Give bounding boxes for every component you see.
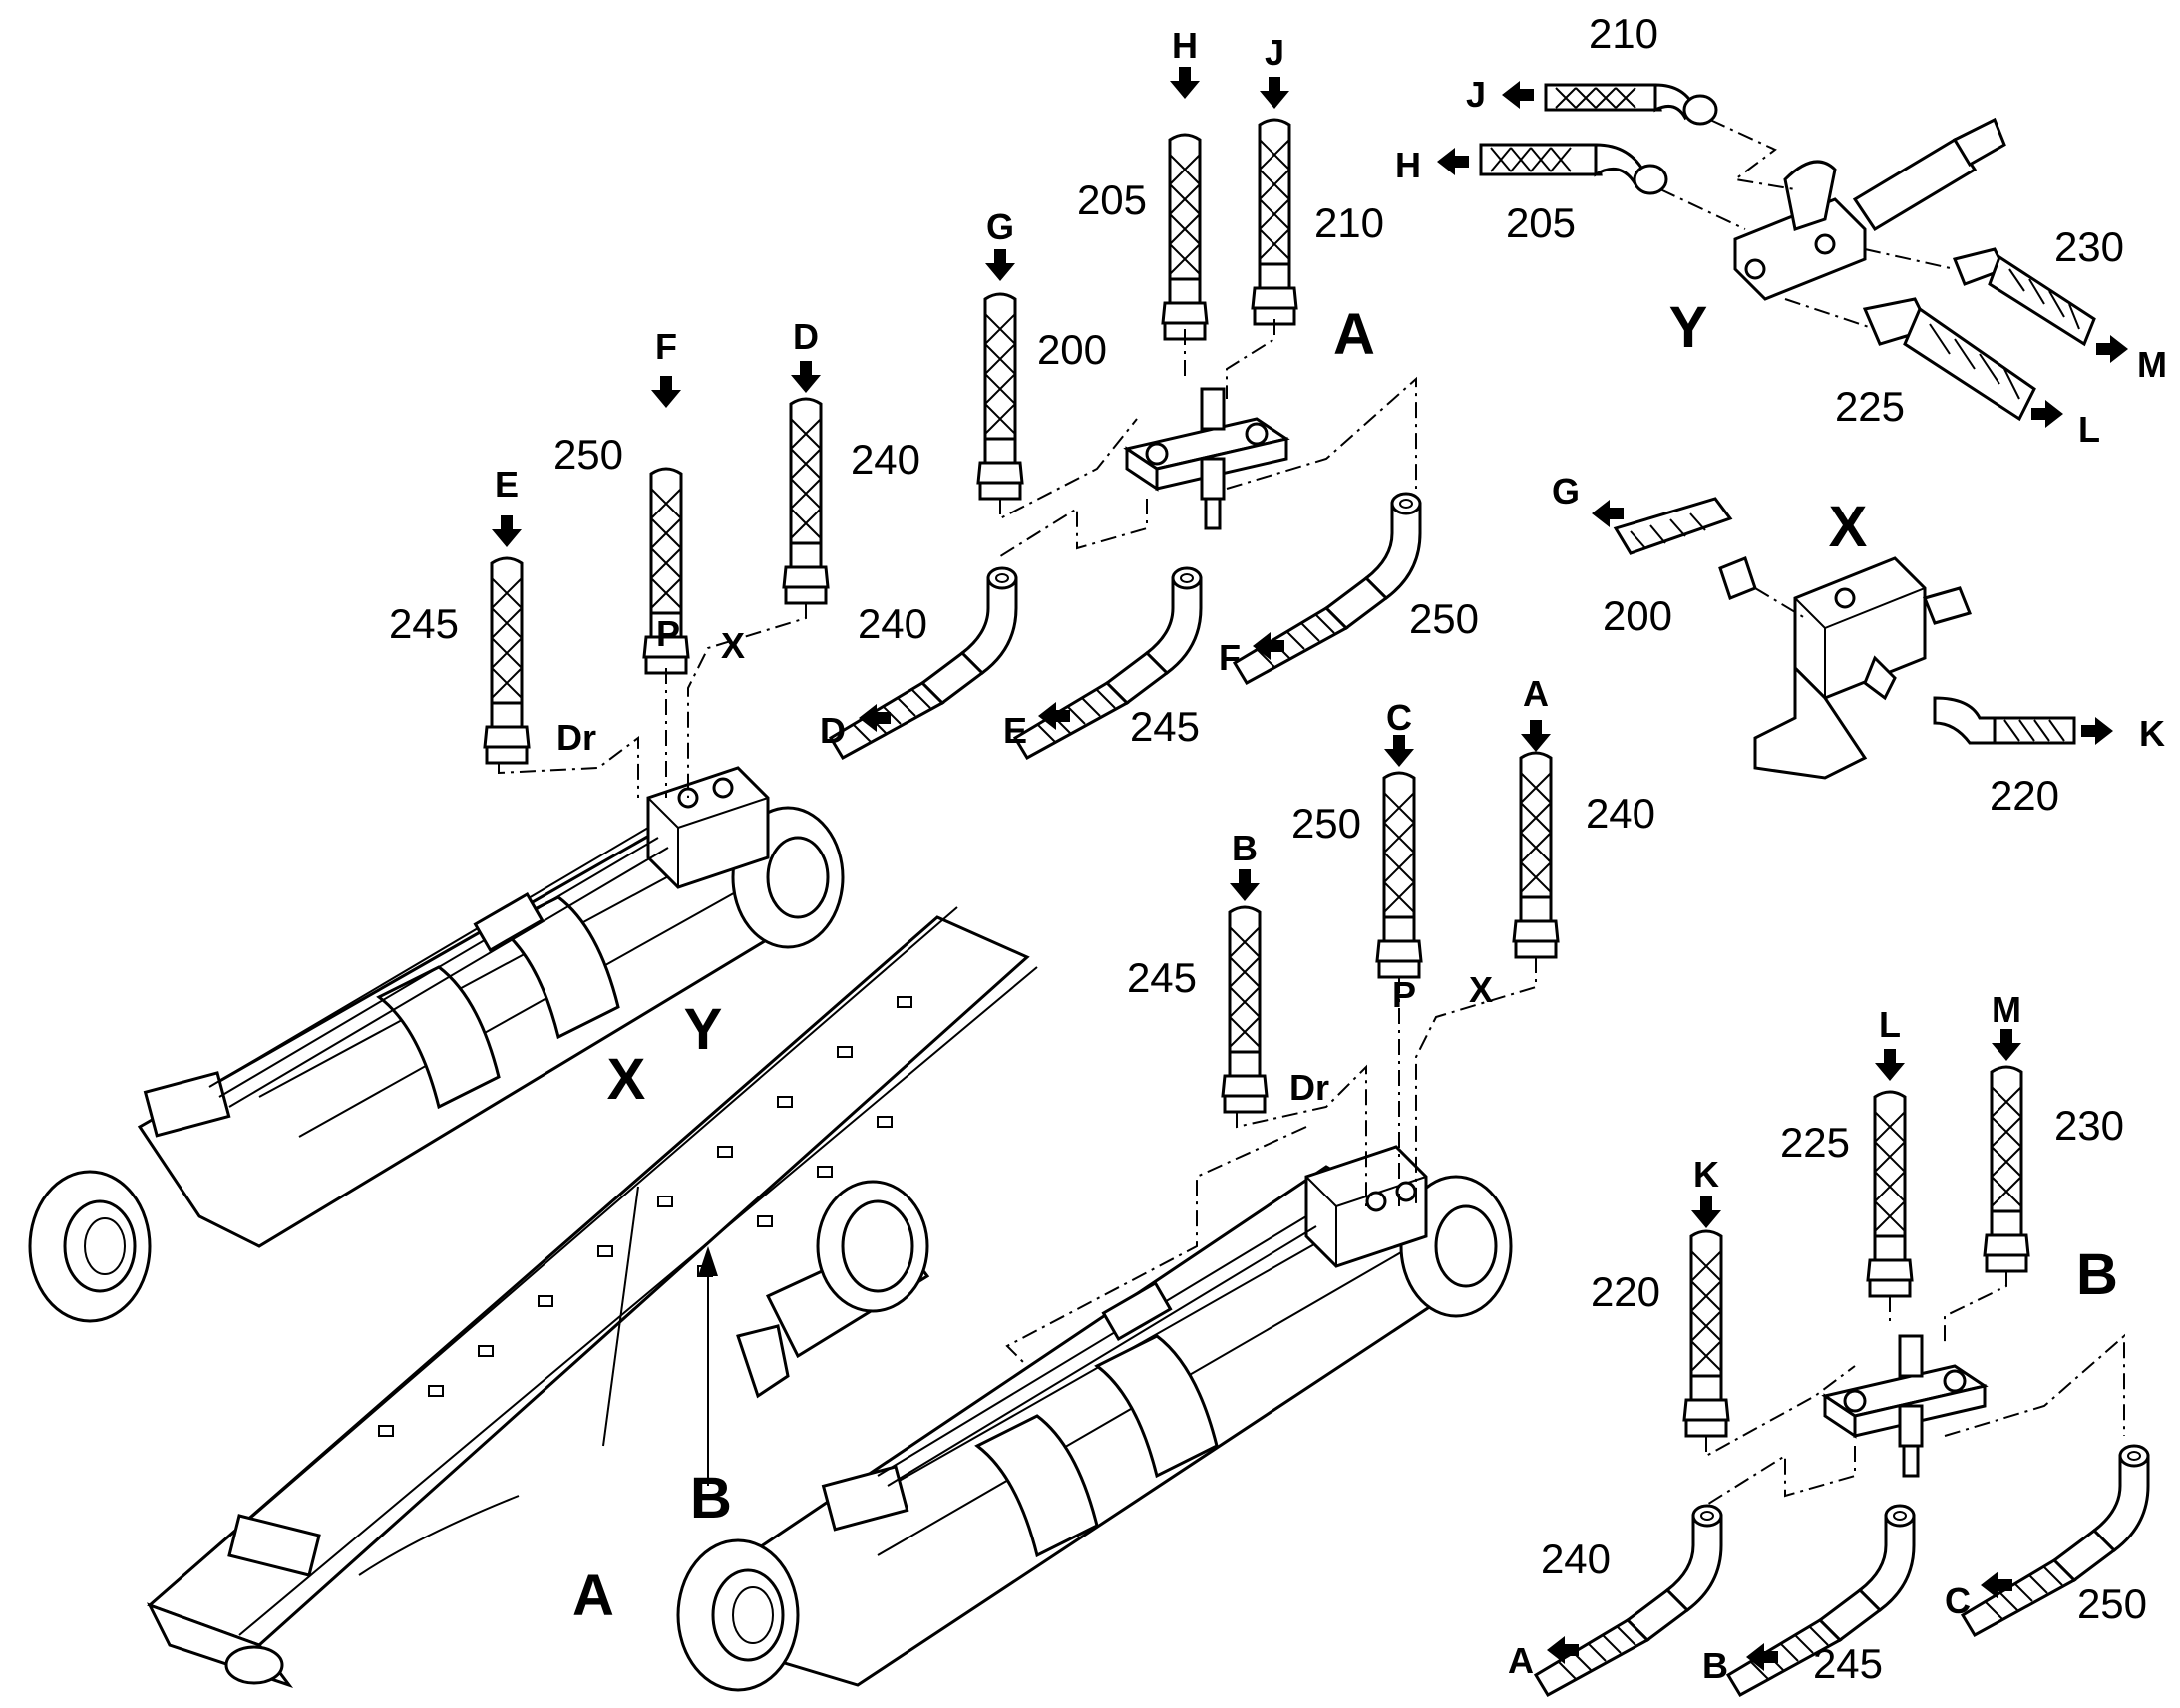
detail-x-title: X <box>1829 495 1868 559</box>
detail-a-title: A <box>1333 302 1375 367</box>
label-A-b: A <box>1508 1640 1534 1681</box>
label-200-a: 200 <box>1037 326 1107 373</box>
label-Y-boom: Y <box>684 997 723 1062</box>
label-245-b: 245 <box>1813 1640 1883 1687</box>
label-205-y: 205 <box>1506 199 1576 246</box>
detail-y-title: Y <box>1669 295 1708 360</box>
label-P-topleft: P <box>656 613 680 654</box>
label-J-a: J <box>1265 32 1284 73</box>
detail-a-group <box>829 67 1422 760</box>
label-E-a: E <box>1003 710 1027 751</box>
lower-cylinder-assembly <box>676 1145 1513 1692</box>
label-D-topleft: D <box>793 316 819 357</box>
label-Dr-center: Dr <box>1289 1067 1329 1108</box>
label-C-center: C <box>1386 697 1412 738</box>
label-B-boom: B <box>690 1466 732 1531</box>
label-X-center: X <box>1469 969 1493 1010</box>
label-B-center: B <box>1232 828 1258 868</box>
label-F-a: F <box>1219 637 1241 678</box>
label-250-topleft: 250 <box>553 431 623 478</box>
label-250-a: 250 <box>1409 595 1479 642</box>
label-C-b: C <box>1945 1580 1971 1621</box>
label-A-boom: A <box>572 1563 614 1628</box>
label-A-center: A <box>1523 673 1549 714</box>
label-K-b: K <box>1693 1154 1719 1195</box>
label-X-topleft: X <box>721 625 745 666</box>
label-G-x: G <box>1552 471 1580 512</box>
label-230-b: 230 <box>2054 1102 2124 1149</box>
label-220-x: 220 <box>1990 772 2059 819</box>
label-F-topleft: F <box>655 326 677 367</box>
label-245-center: 245 <box>1127 954 1197 1001</box>
label-210-a: 210 <box>1314 199 1384 246</box>
label-E-topleft: E <box>495 464 519 505</box>
top-left-hoses <box>483 361 830 798</box>
label-M-y: M <box>2137 344 2167 385</box>
boom-arm <box>146 906 1038 1688</box>
label-B-b: B <box>1702 1645 1728 1686</box>
label-L-y: L <box>2078 409 2100 450</box>
center-hoses <box>1005 720 1560 1367</box>
detail-x-group <box>1592 497 2113 780</box>
label-H-a: H <box>1172 25 1198 66</box>
label-X-boom: X <box>607 1047 646 1112</box>
label-P-center: P <box>1392 974 1416 1015</box>
label-225-b: 225 <box>1780 1119 1850 1166</box>
label-J-y: J <box>1466 74 1486 115</box>
label-225-y: 225 <box>1835 383 1905 430</box>
label-K-x: K <box>2139 713 2165 754</box>
label-210-y: 210 <box>1589 10 1658 57</box>
label-250-b: 250 <box>2077 1580 2147 1627</box>
label-245-topleft: 245 <box>389 600 459 647</box>
label-240-a: 240 <box>858 600 927 647</box>
label-M-b: M <box>1992 989 2021 1030</box>
label-240-topleft: 240 <box>851 436 920 483</box>
upper-cylinder-assembly <box>28 766 845 1323</box>
detail-b-group <box>1534 1029 2150 1697</box>
label-240-center: 240 <box>1586 790 1655 837</box>
label-250-center: 250 <box>1291 800 1361 847</box>
label-205-a: 205 <box>1077 176 1147 223</box>
label-230-y: 230 <box>2054 223 2124 270</box>
label-Dr-topleft: Dr <box>556 717 596 758</box>
label-220-b: 220 <box>1591 1268 1660 1315</box>
label-245-a: 245 <box>1130 703 1200 750</box>
label-200-x: 200 <box>1603 592 1672 639</box>
label-H-y: H <box>1395 145 1421 185</box>
label-L-b: L <box>1879 1004 1901 1045</box>
detail-y-group <box>1437 81 2128 428</box>
label-240-b: 240 <box>1541 1536 1611 1582</box>
detail-b-title: B <box>2076 1242 2118 1307</box>
label-G-a: G <box>986 206 1014 247</box>
label-D-a: D <box>820 710 846 751</box>
